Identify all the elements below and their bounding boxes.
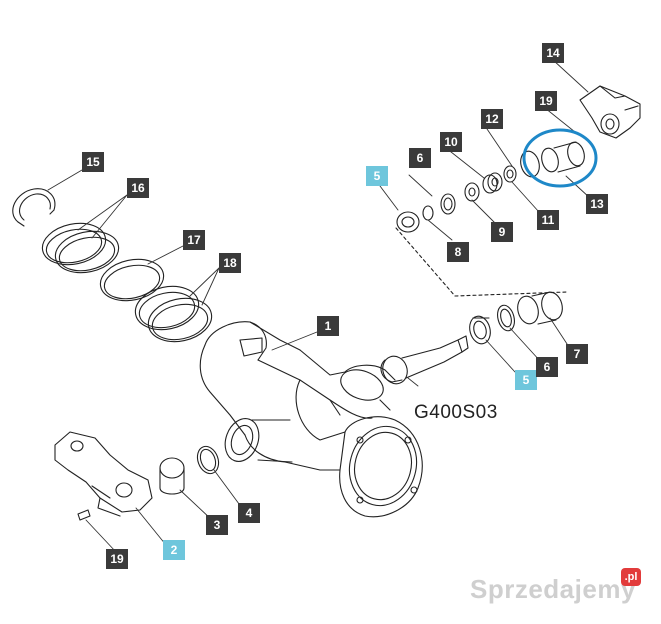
part-4-o-ring	[196, 445, 220, 475]
part-13-bushing	[541, 141, 585, 173]
part-6-ring-upper	[440, 193, 456, 215]
callout-9: 9	[491, 222, 513, 242]
callout-10: 10	[440, 132, 462, 152]
callout-18: 18	[219, 253, 241, 273]
callout-3: 3	[206, 515, 228, 535]
part-19-bolt-lower	[77, 509, 91, 521]
callout-7: 7	[566, 344, 588, 364]
callout-8: 8	[447, 242, 469, 262]
part-5-seal-lower	[469, 315, 491, 345]
callout-5-lower: 5	[515, 370, 537, 390]
callout-1: 1	[317, 316, 339, 336]
part-15-snap-ring	[12, 188, 56, 227]
part-3-bushing	[159, 457, 185, 495]
callout-13: 13	[586, 194, 608, 214]
highlight-ring	[522, 128, 598, 188]
callout-6-upper: 6	[409, 148, 431, 168]
part-8-ring	[422, 205, 434, 221]
callout-4: 4	[238, 503, 260, 523]
callout-2: 2	[163, 540, 185, 560]
part-5-seal-upper	[396, 211, 420, 233]
part-16-rings	[41, 222, 120, 274]
part-10-bearing	[482, 172, 503, 194]
part-9-washer	[464, 182, 480, 202]
callout-5-upper: 5	[366, 166, 388, 186]
watermark-badge: .pl	[621, 568, 641, 586]
part-2-bracket	[54, 431, 153, 517]
callout-12: 12	[481, 109, 503, 129]
part-pin	[380, 335, 469, 385]
callout-15: 15	[82, 152, 104, 172]
watermark-text: Sprzedajemy	[470, 574, 636, 604]
part-11-nut	[503, 165, 517, 183]
part-6-ring-lower	[497, 304, 515, 332]
callout-19-upper: 19	[535, 91, 557, 111]
part-17-ring	[99, 258, 165, 302]
part-7-bushing	[517, 291, 563, 325]
callout-6-lower: 6	[536, 357, 558, 377]
drawing-code: G400S03	[414, 402, 498, 423]
callout-14: 14	[542, 43, 564, 63]
part-18-rings	[134, 285, 213, 343]
callout-16: 16	[127, 178, 149, 198]
callout-19-lower: 19	[106, 549, 128, 569]
callout-11: 11	[537, 210, 559, 230]
callout-17: 17	[183, 230, 205, 250]
part-1-axle-housing	[199, 321, 423, 518]
part-14-bracket	[579, 85, 641, 139]
